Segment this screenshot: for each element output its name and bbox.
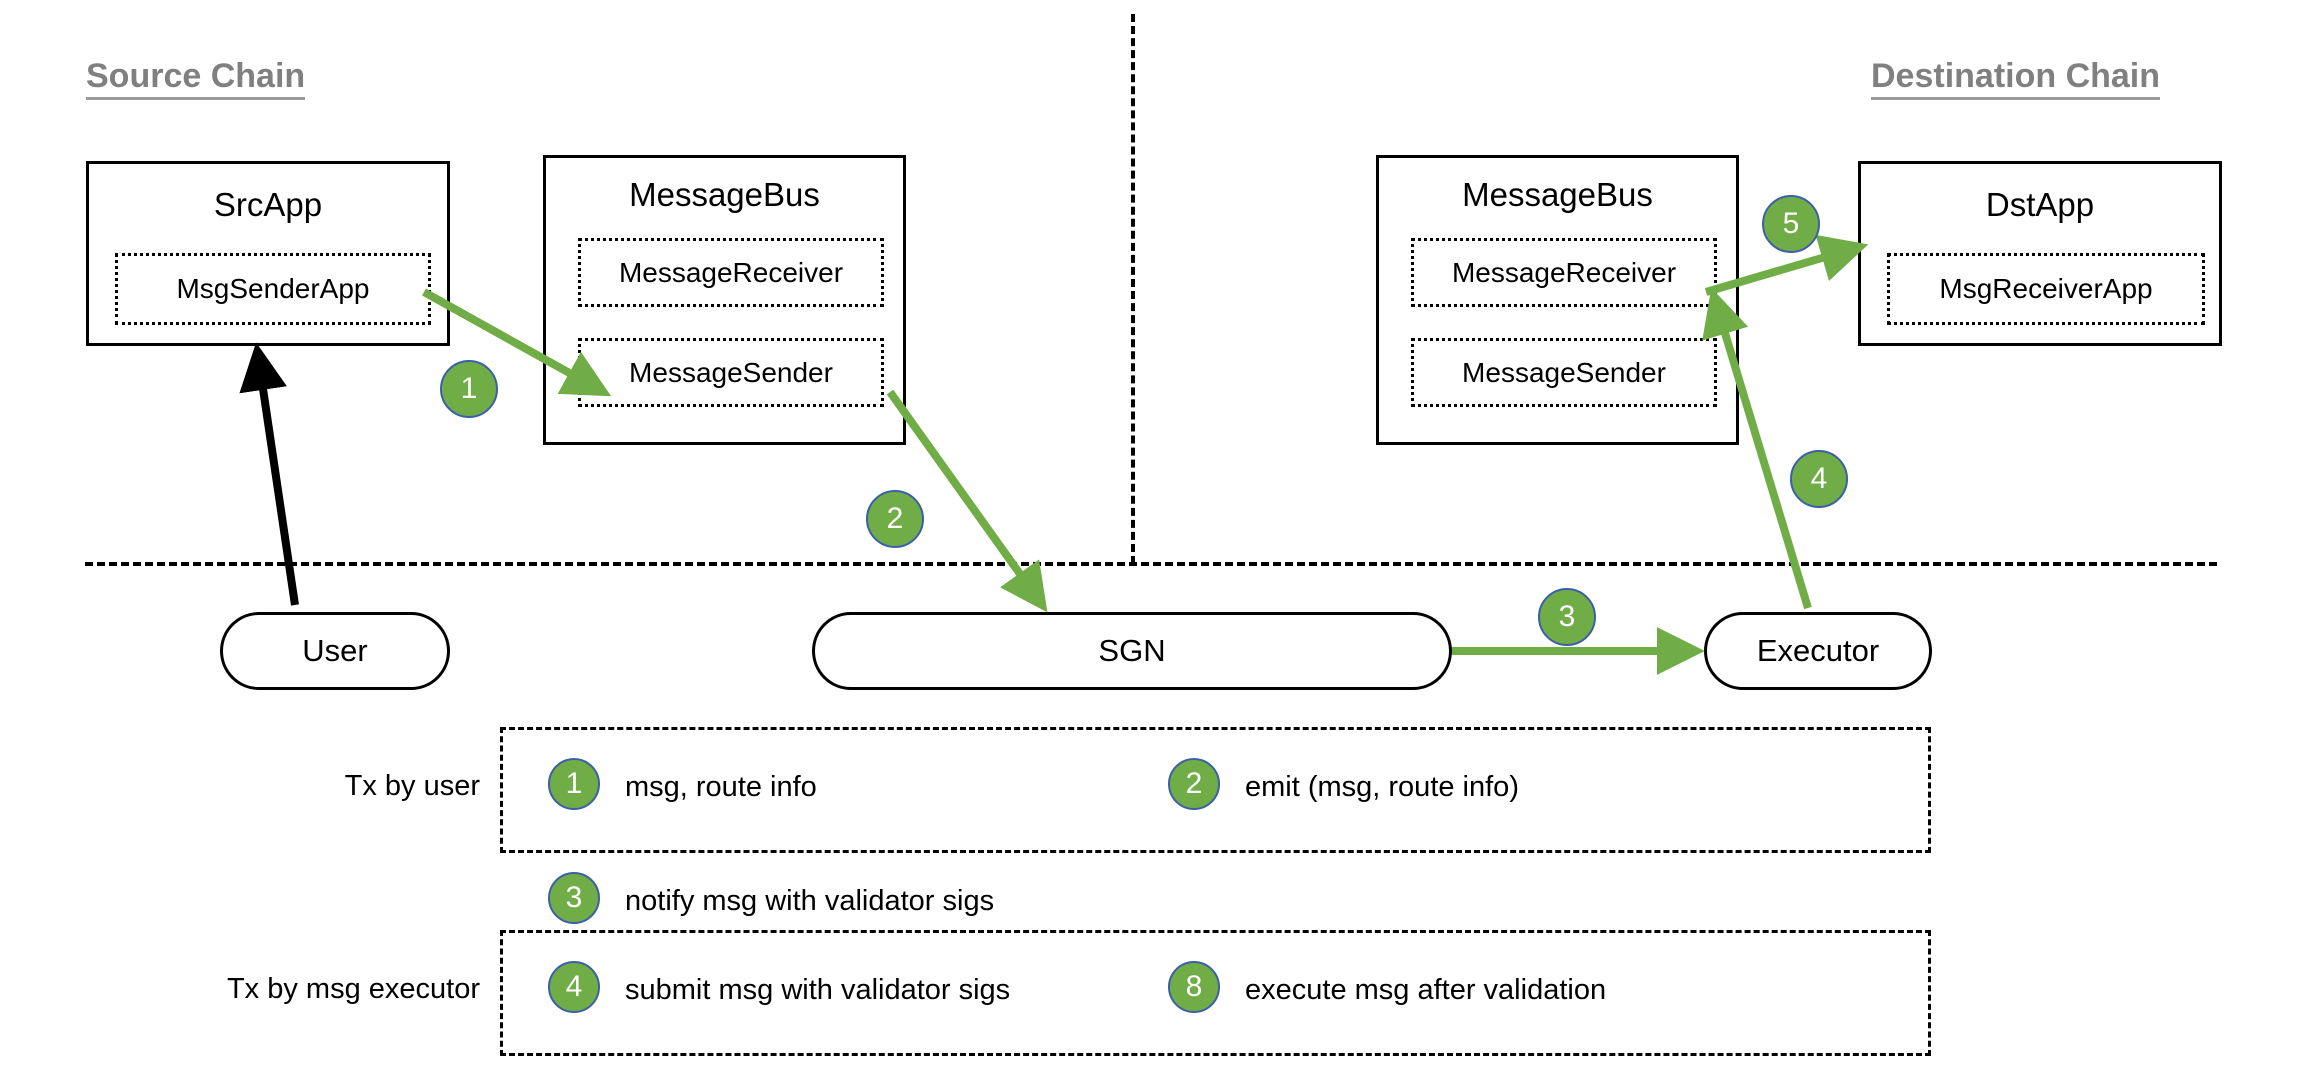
msg-receiver-app-box[interactable]: MsgReceiverApp (1887, 253, 2205, 325)
legend-badge-1: 1 (548, 758, 600, 810)
legend-row-label-tx-by-user: Tx by user (344, 770, 480, 802)
flow-badge-4: 4 (1790, 450, 1848, 508)
legend-text-4: submit msg with validator sigs (625, 974, 1011, 1006)
legend-badge-2: 2 (1168, 758, 1220, 810)
legend-group-tx-by-msg-executor (500, 930, 1931, 1056)
legend-badge-8: 8 (1168, 961, 1220, 1013)
flow-badge-1: 1 (440, 360, 498, 418)
onchain-offchain-divider (85, 562, 2217, 566)
flow-badge-2: 2 (866, 490, 924, 548)
source-message-receiver-box[interactable]: MessageReceiver (578, 238, 884, 307)
legend-badge-3: 3 (548, 872, 600, 924)
destination-chain-title: Destination Chain (1871, 57, 2161, 101)
destination-message-bus-title: MessageBus (1462, 176, 1653, 213)
source-chain-title: Source Chain (86, 57, 306, 101)
src-app-box[interactable]: SrcApp MsgSenderApp (86, 161, 450, 346)
arrow-user-to-srcapp (239, 342, 299, 606)
user-pill[interactable]: User (220, 612, 450, 690)
sgn-pill[interactable]: SGN (812, 612, 1452, 690)
source-message-bus-box[interactable]: MessageBus MessageReceiver MessageSender (543, 155, 906, 445)
legend-text-1: msg, route info (625, 771, 817, 803)
chain-divider-vertical (1131, 14, 1135, 564)
source-message-bus-title: MessageBus (629, 176, 820, 213)
legend-text-2: emit (msg, route info) (1245, 771, 1519, 803)
msg-sender-app-box[interactable]: MsgSenderApp (115, 253, 431, 325)
flow-badge-3: 3 (1538, 588, 1596, 646)
legend-badge-4: 4 (548, 961, 600, 1013)
legend-text-3: notify msg with validator sigs (625, 885, 995, 917)
flow-badge-5: 5 (1762, 195, 1820, 253)
destination-message-sender-box[interactable]: MessageSender (1411, 338, 1717, 407)
dst-app-box[interactable]: DstApp MsgReceiverApp (1858, 161, 2222, 346)
src-app-title: SrcApp (213, 186, 323, 223)
legend-row-label-tx-by-msg-executor: Tx by msg executor (226, 973, 480, 1005)
executor-pill[interactable]: Executor (1704, 612, 1932, 690)
legend-group-tx-by-user (500, 727, 1931, 853)
destination-message-receiver-box[interactable]: MessageReceiver (1411, 238, 1717, 307)
dst-app-title: DstApp (1985, 186, 2095, 223)
legend-text-8: execute msg after validation (1245, 974, 1607, 1006)
destination-message-bus-box[interactable]: MessageBus MessageReceiver MessageSender (1376, 155, 1739, 445)
source-message-sender-box[interactable]: MessageSender (578, 338, 884, 407)
